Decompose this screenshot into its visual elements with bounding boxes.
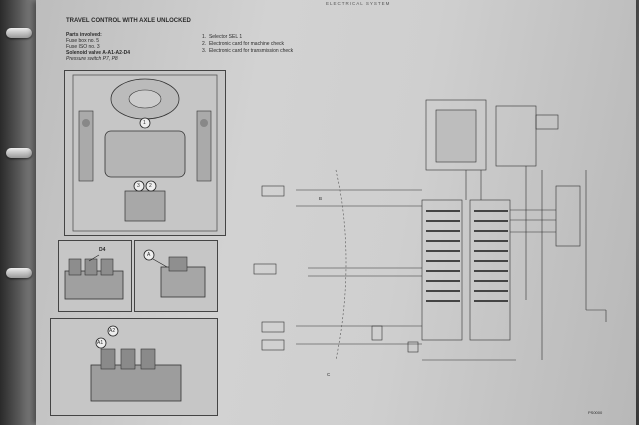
connector-b-label: B [319,196,323,201]
wiring-schematic [253,99,607,361]
callout-1-circle [139,117,151,129]
manual-page: ELECTRICAL SYSTEM TRAVEL CONTROL WITH AX… [36,0,636,425]
page-title: TRAVEL CONTROL WITH AXLE UNLOCKED [66,18,191,24]
callout-1: 1 [143,120,146,126]
callout-2-circle [145,180,157,192]
solenoid-a1-a2-illustration: A2 A1 [50,318,218,416]
cab-drawing [72,74,218,232]
legend-item: 1. Selector SEL 1 [202,34,243,40]
binder-spine [0,0,36,425]
callout-a1: A1 [97,340,104,346]
binder-ring [6,268,32,278]
legend-item: 2. Electronic card for machine check [202,41,284,47]
callout-3-circle [133,180,145,192]
binder-ring [6,148,32,158]
callout-3: 3 [137,183,140,189]
parts-item: Solenoid valve A-A1-A2-D4 [66,50,130,56]
parts-item: Fuse box no. 5 [66,38,100,44]
callout-a2: A2 [109,328,116,334]
cab-illustration: 1 3 2 [64,70,226,236]
connector-c-label: C [327,372,331,377]
callout-d4: D4 [99,247,106,253]
parts-heading: Parts involved: [66,32,102,38]
solenoid-a-drawing [143,249,206,298]
solenoid-d4-illustration: D4 [58,240,132,312]
binder-ring [6,28,32,38]
callout-a: A [147,252,151,258]
parts-item: Fuse ISO no. 3 [66,44,100,50]
solenoid-a-illustration: A [134,240,218,312]
legend-item: 3. Electronic card for transmission chec… [202,48,294,54]
section-header: ELECTRICAL SYSTEM [326,1,391,6]
solenoid-a1-a2-drawing [90,325,182,402]
parts-item: Pressure switch P7, P8 [66,56,118,62]
solenoid-d4-drawing [64,254,124,300]
page-reference: PS0000 [588,410,603,415]
callout-2: 2 [149,183,152,189]
